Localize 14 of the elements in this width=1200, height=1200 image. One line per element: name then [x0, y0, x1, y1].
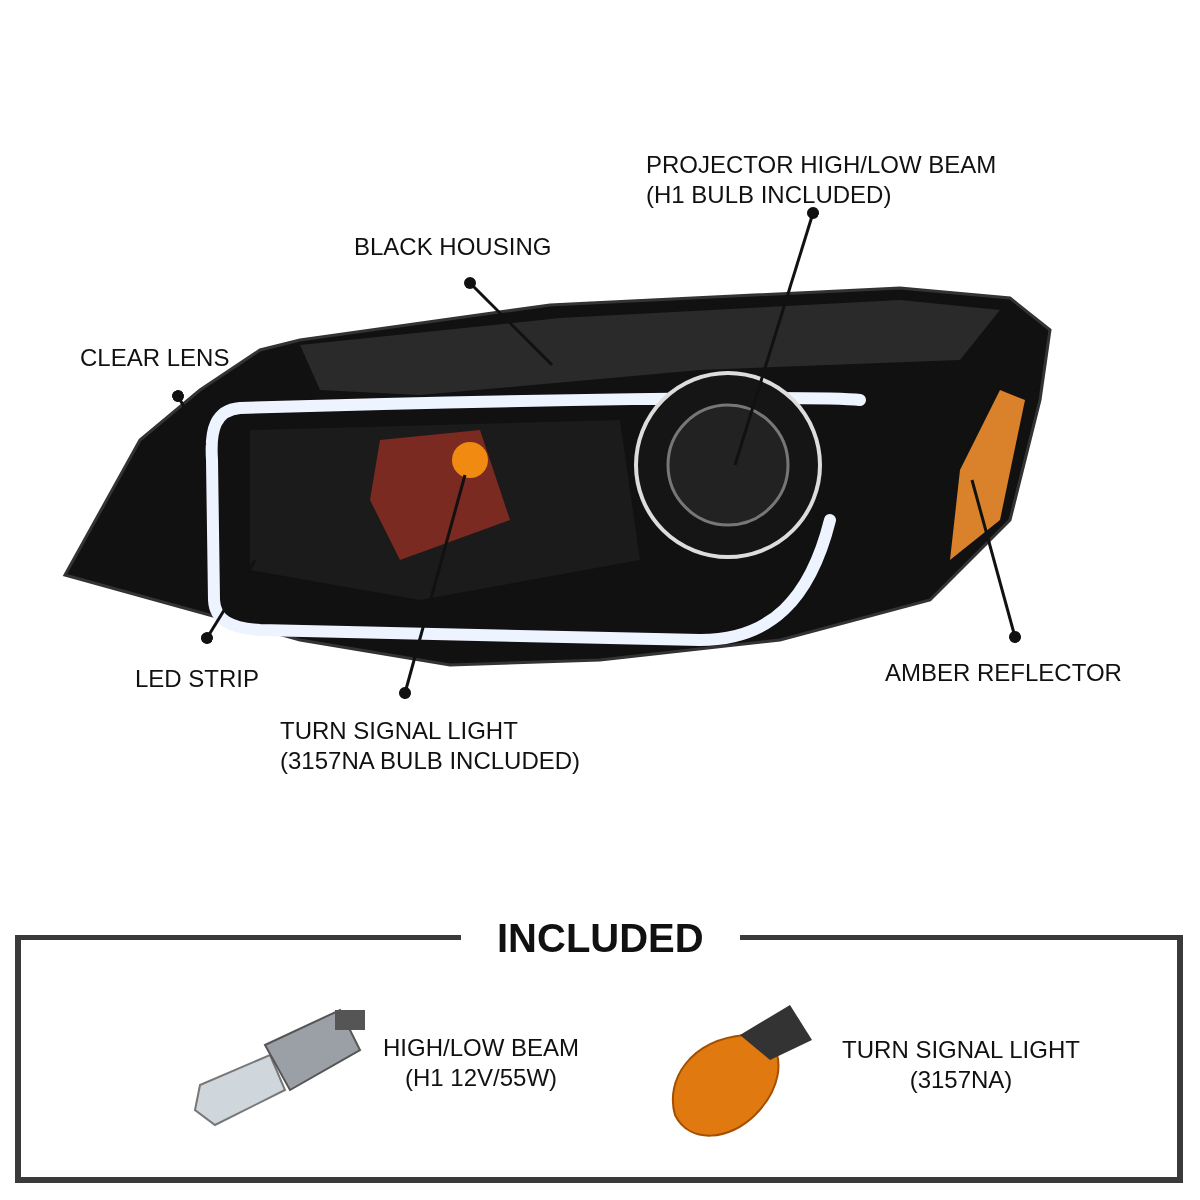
callout-label: TURN SIGNAL LIGHT (3157NA BULB INCLUDED)	[280, 716, 582, 776]
leader-line	[399, 474, 467, 699]
item-label: TURN SIGNAL LIGHT (3157NA)	[841, 1035, 1081, 1095]
callout-label: LED STRIP	[135, 664, 261, 694]
leader-line	[970, 479, 1021, 643]
leader-line	[201, 559, 257, 644]
item-label: HIGH/LOW BEAM (H1 12V/55W)	[382, 1033, 580, 1093]
callout-label: CLEAR LENS	[80, 343, 231, 373]
leader-line	[172, 390, 207, 446]
callout-label: AMBER REFLECTOR	[885, 658, 1123, 688]
callout-label: BLACK HOUSING	[354, 232, 553, 262]
callout-label: PROJECTOR HIGH/LOW BEAM (H1 BULB INCLUDED)	[646, 150, 998, 210]
leader-line	[464, 277, 554, 367]
leader-line	[733, 207, 819, 466]
